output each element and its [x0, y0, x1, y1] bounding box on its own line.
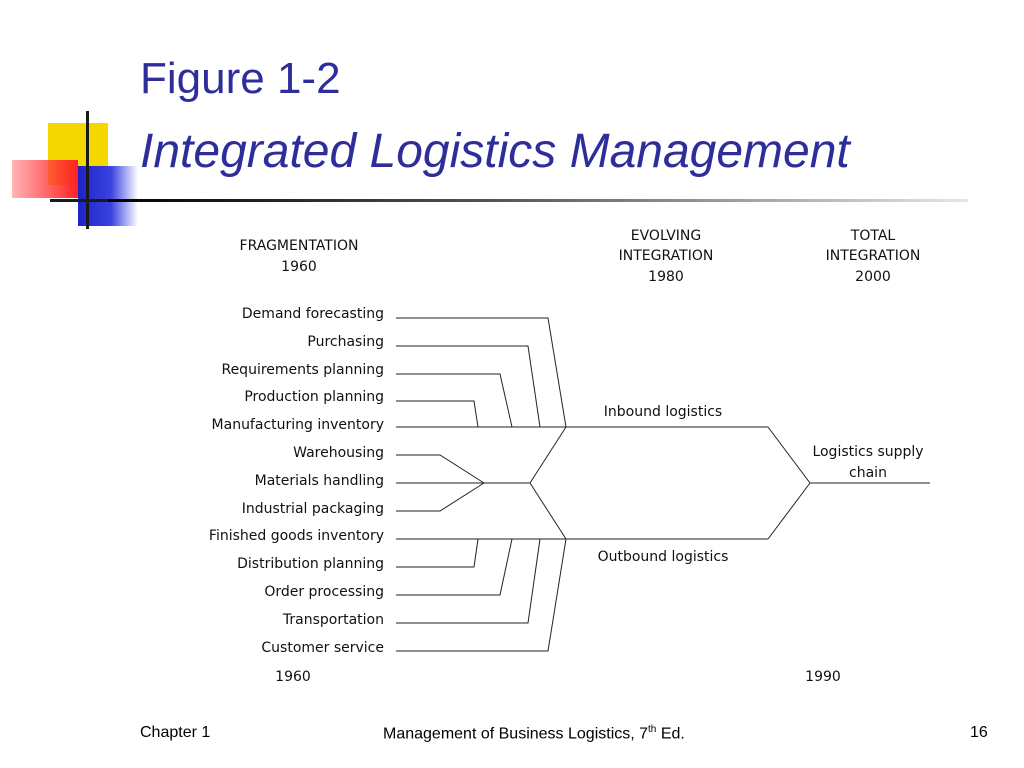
connector-line — [396, 538, 567, 652]
decor-red-bar — [12, 160, 78, 198]
connector-line — [396, 317, 567, 428]
figure-number: Figure 1-2 — [140, 54, 341, 103]
inbound-logistics-label: Inbound logistics — [604, 404, 722, 420]
header-total-line2: INTEGRATION — [826, 248, 921, 264]
decor-horizontal-line — [50, 199, 108, 202]
connector-line — [396, 482, 485, 512]
activity-label: Order processing — [264, 584, 384, 600]
connector-line — [396, 454, 485, 484]
title-underline — [108, 199, 968, 202]
footer-book-prefix: Management of Business Logistics, 7 — [383, 725, 649, 743]
outbound-logistics-label: Outbound logistics — [598, 549, 729, 565]
connector-line — [396, 400, 479, 428]
activity-label: Requirements planning — [221, 362, 384, 378]
activity-label: Finished goods inventory — [209, 528, 384, 544]
activity-label: Warehousing — [293, 445, 384, 461]
footer-book-superscript: th — [648, 724, 657, 735]
header-total-line1: TOTAL — [850, 228, 896, 244]
header-evolving-line2: INTEGRATION — [619, 248, 714, 264]
bottom-year-right: 1990 — [805, 669, 841, 685]
logistics-supply-chain-label-line2: chain — [849, 465, 887, 481]
activity-label: Transportation — [282, 612, 384, 628]
header-fragmentation-year: 1960 — [281, 259, 317, 275]
activity-label: Purchasing — [307, 334, 384, 350]
figure-title: Integrated Logistics Management — [140, 125, 850, 178]
activity-label: Demand forecasting — [242, 306, 384, 322]
decor-vertical-line — [86, 111, 89, 229]
activity-label: Distribution planning — [237, 556, 384, 572]
logistics-supply-chain-label-line1: Logistics supply — [812, 444, 923, 460]
footer-book-suffix: Ed. — [656, 725, 685, 743]
connector-line — [767, 482, 811, 540]
bottom-year-left: 1960 — [275, 669, 311, 685]
header-evolving-year: 1980 — [648, 269, 684, 285]
footer-chapter: Chapter 1 — [140, 724, 211, 741]
activity-label: Industrial packaging — [242, 501, 384, 517]
header-fragmentation: FRAGMENTATION — [240, 238, 359, 254]
connector-line — [396, 538, 479, 568]
footer-page-number: 16 — [970, 724, 988, 741]
connector-lines — [396, 317, 930, 652]
connector-line — [396, 373, 513, 428]
connector-line — [529, 426, 567, 484]
connector-line — [529, 482, 567, 540]
connector-line — [396, 538, 513, 596]
activity-label: Production planning — [244, 389, 384, 405]
activity-label: Materials handling — [255, 473, 384, 489]
activity-label: Customer service — [261, 640, 384, 656]
footer-book-title: Management of Business Logistics, 7th Ed… — [383, 724, 685, 743]
connector-line — [767, 426, 811, 484]
connector-line — [396, 538, 541, 624]
connector-line — [396, 345, 541, 428]
header-total-year: 2000 — [855, 269, 891, 285]
header-evolving-line1: EVOLVING — [631, 228, 702, 244]
activity-label: Manufacturing inventory — [212, 417, 384, 433]
